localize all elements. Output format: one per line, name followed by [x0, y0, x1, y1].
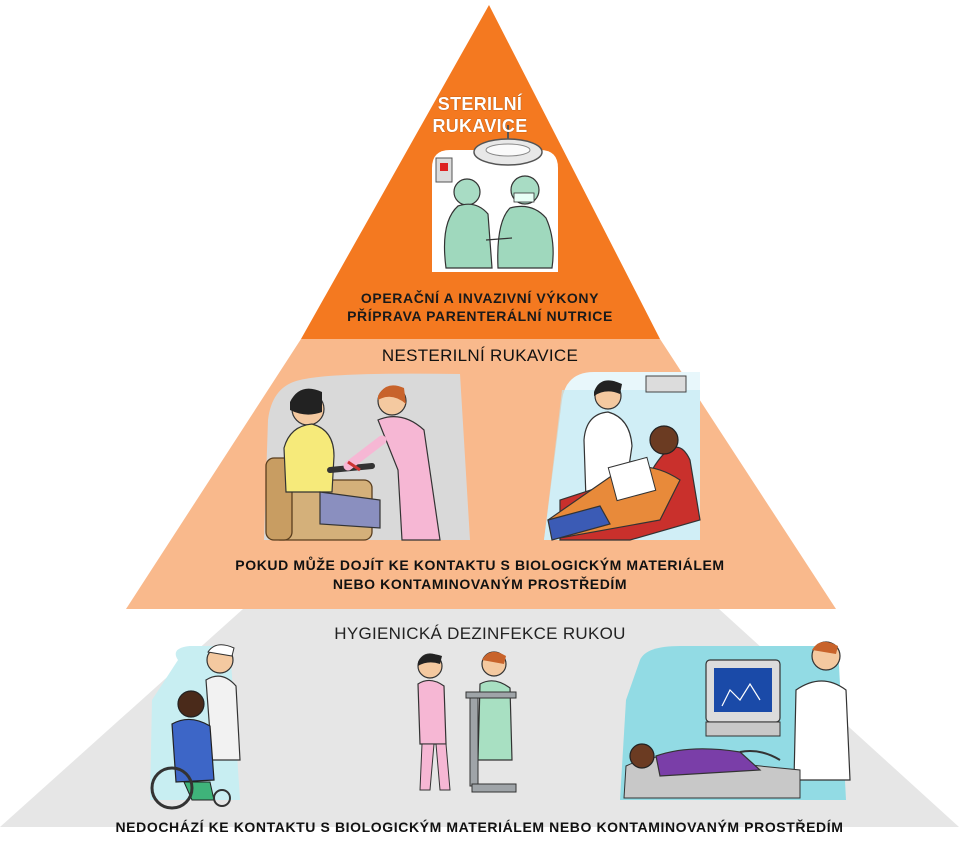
- weighing-scale-illustration: [417, 651, 517, 793]
- sterile-gloves-title-line: RUKAVICE: [432, 116, 528, 136]
- wheelchair-illustration: [150, 644, 241, 810]
- hand-disinfection-description: NEDOCHÁZÍ KE KONTAKTU S BIOLOGICKÝM MATE…: [115, 819, 844, 835]
- non-sterile-gloves-description: POKUD MŮŽE DOJÍT KE KONTAKTU S BIOLOGICK…: [150, 556, 810, 594]
- sterile-gloves-description-line: PŘÍPRAVA PARENTERÁLNÍ NUTRICE: [347, 308, 613, 324]
- sterile-gloves-title-line: STERILNÍ: [437, 94, 523, 114]
- non-sterile-gloves-description-line: NEBO KONTAMINOVANÝM PROSTŘEDÍM: [332, 576, 628, 592]
- sterile-gloves-description-line: OPERAČNÍ A INVAZIVNÍ VÝKONY: [360, 290, 600, 306]
- surgeons-illustration: [432, 125, 558, 272]
- non-sterile-gloves-description-line: POKUD MŮŽE DOJÍT KE KONTAKTU S BIOLOGICK…: [235, 557, 725, 573]
- dentist-illustration: [544, 372, 701, 541]
- blood-draw-illustration: [264, 373, 470, 541]
- non-sterile-gloves-title: NESTERILNÍ RUKAVICE: [381, 346, 579, 365]
- hand-disinfection-title: HYGIENICKÁ DEZINFEKCE RUKOU: [334, 624, 626, 643]
- ultrasound-illustration: [620, 641, 851, 800]
- sterile-gloves-title: STERILNÍ RUKAVICE: [405, 93, 555, 137]
- sterile-gloves-description: OPERAČNÍ A INVAZIVNÍ VÝKONY PŘÍPRAVA PAR…: [280, 289, 680, 325]
